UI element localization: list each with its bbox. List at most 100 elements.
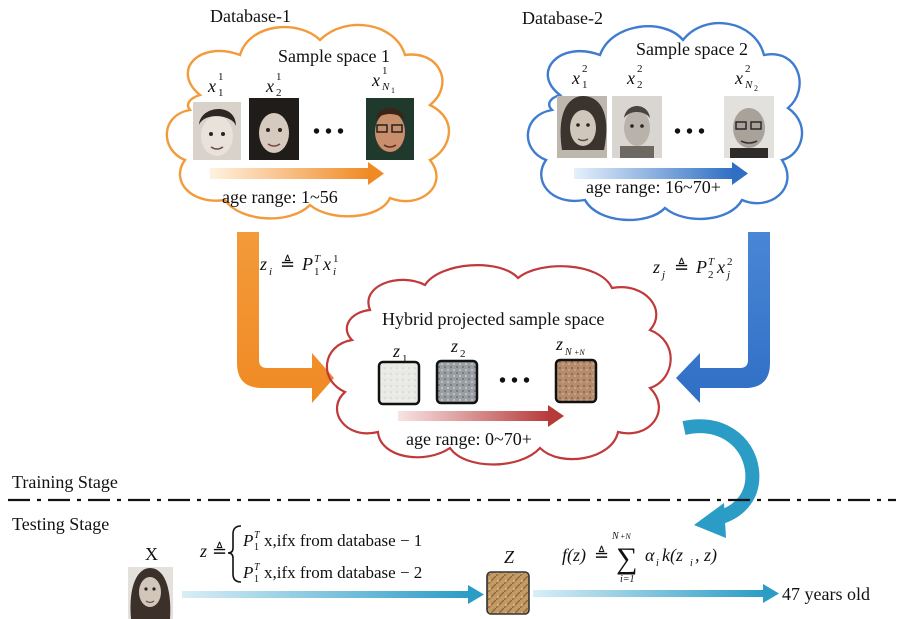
hybrid-sample-labels: z 1 z 2 z N +N xyxy=(392,334,585,365)
testing-stage-label: Testing Stage xyxy=(12,514,109,534)
hybrid-cloud xyxy=(326,264,672,466)
db1-sample-label-2: x xyxy=(265,76,274,96)
regression-formula: f(z) ≜ ∑ N +N i=1 α i k(z i , z) xyxy=(562,531,717,585)
test-case2-p-sup: T xyxy=(254,562,261,573)
db2-sample-label-2: x xyxy=(626,68,635,88)
hybrid-label-1: z xyxy=(392,341,400,361)
proj2-lhs-sub: j xyxy=(660,269,665,281)
db1-sample-sup-1: 1 xyxy=(218,71,224,83)
database-1-cloud xyxy=(165,23,450,220)
db1-age-arrow xyxy=(210,162,384,185)
db1-sample-sup-n: 1 xyxy=(382,65,388,77)
proj1-p: P xyxy=(301,254,313,274)
db1-sample-sup-2: 1 xyxy=(276,71,282,83)
db2-sample-label-1: x xyxy=(571,68,580,88)
proj2-x: x xyxy=(716,257,725,277)
test-feature-patch xyxy=(486,571,530,615)
f-lhs: f(z) xyxy=(562,545,586,566)
proj1-x: x xyxy=(322,254,331,274)
test-case2-p: P xyxy=(242,563,253,582)
test-case2-p-sub: 1 xyxy=(254,574,259,585)
test-brace xyxy=(227,525,242,583)
proj1-x-sup: 1 xyxy=(333,253,339,265)
db1-sample-sub-n: N xyxy=(381,81,390,93)
db1-to-hybrid-arrow xyxy=(237,232,334,403)
db1-sample-sub-1: 1 xyxy=(218,87,224,99)
proj1-lhs: z xyxy=(259,254,267,274)
hybrid-age-range: age range: 0~70+ xyxy=(406,429,532,449)
db2-sample-sub-1: 1 xyxy=(582,79,588,91)
test-z-lhs: z xyxy=(199,541,207,561)
sum-upper: N xyxy=(611,531,620,542)
proj2-p-sub: 2 xyxy=(708,269,714,281)
db1-face-photo-2 xyxy=(249,98,299,160)
hybrid-sub-n: N xyxy=(564,347,573,358)
hybrid-ellipsis: • • • xyxy=(499,370,530,392)
training-stage-label: Training Stage xyxy=(12,472,118,492)
kernel-tail: , z) xyxy=(695,545,717,566)
database-2-title: Database-2 xyxy=(522,8,603,28)
projection-1-formula: z i ≜ P 1 T x 1 i xyxy=(259,253,339,278)
proj1-op: ≜ xyxy=(280,254,295,274)
test-face-photo xyxy=(128,567,173,619)
hybrid-projection-1 xyxy=(377,360,421,406)
proj2-op: ≜ xyxy=(674,257,689,277)
db1-sample-subsub-n: 1 xyxy=(391,86,395,95)
db1-face-photo-n xyxy=(366,98,414,160)
db1-ellipsis: • • • xyxy=(313,121,344,143)
db2-to-hybrid-arrow xyxy=(676,232,770,403)
sample-space-1-title: Sample space 1 xyxy=(278,46,390,66)
proj1-lhs-sub: i xyxy=(269,266,272,278)
db2-face-photo-2 xyxy=(612,96,662,158)
test-case1-p-sub: 1 xyxy=(254,542,259,553)
test-case1: x,ifx from database − 1 xyxy=(264,531,422,550)
hybrid-sub-1: 1 xyxy=(402,353,408,365)
db2-sample-sub-n: N xyxy=(744,79,753,91)
proj2-x-sub: j xyxy=(725,269,730,281)
test-case2: x,ifx from database − 2 xyxy=(264,563,422,582)
input-to-feature-arrow xyxy=(182,585,484,604)
db2-face-photo-n xyxy=(724,96,774,158)
feature-to-output-arrow xyxy=(533,584,779,603)
predicted-age-output: 47 years old xyxy=(782,584,870,604)
hybrid-label-2: z xyxy=(450,336,458,356)
hybrid-sub-2: 2 xyxy=(460,348,466,360)
sum-alpha: α xyxy=(645,545,655,565)
hybrid-projection-2 xyxy=(435,359,479,405)
hybrid-label-n: z xyxy=(555,334,563,354)
db2-sample-label-n: x xyxy=(734,68,743,88)
sum-lower: i=1 xyxy=(620,574,635,585)
db2-sample-sup-1: 2 xyxy=(582,63,588,75)
kernel: k(z xyxy=(662,545,683,566)
proj2-x-sup: 2 xyxy=(727,256,733,268)
test-case1-p-sup: T xyxy=(254,530,261,541)
db1-face-photo-1 xyxy=(193,102,241,160)
projection-2-formula: z j ≜ P 2 T x 2 j xyxy=(652,256,733,281)
proj2-p-sup: T xyxy=(708,256,715,268)
db1-sample-sub-2: 2 xyxy=(276,87,282,99)
database-2-cloud xyxy=(526,21,804,222)
hybrid-projection-n xyxy=(554,358,598,404)
db2-sample-sup-n: 2 xyxy=(745,63,751,75)
sum-alpha-sub: i xyxy=(656,558,659,569)
sum-upper-tail: +N xyxy=(620,532,631,541)
hybrid-sub-n-tail: +N xyxy=(574,348,585,357)
kernel-sub: i xyxy=(690,558,693,569)
proj1-p-sup: T xyxy=(314,253,321,265)
db1-sample-label-1: x xyxy=(207,76,216,96)
hybrid-title: Hybrid projected sample space xyxy=(382,309,604,329)
proj2-p: P xyxy=(695,257,707,277)
db2-ellipsis: • • • xyxy=(674,121,705,143)
test-input-label: X xyxy=(145,544,158,564)
db2-sample-sup-2: 2 xyxy=(637,63,643,75)
db2-sample-subsub-n: 2 xyxy=(754,84,758,93)
database-1-title: Database-1 xyxy=(210,6,291,26)
db1-age-range: age range: 1~56 xyxy=(222,187,338,207)
f-op: ≜ xyxy=(594,545,609,565)
db2-age-range: age range: 16~70+ xyxy=(586,177,721,197)
test-feature-label: Z xyxy=(504,547,515,567)
test-case1-p: P xyxy=(242,531,253,550)
proj2-lhs: z xyxy=(652,257,660,277)
db2-sample-sub-2: 2 xyxy=(637,79,643,91)
